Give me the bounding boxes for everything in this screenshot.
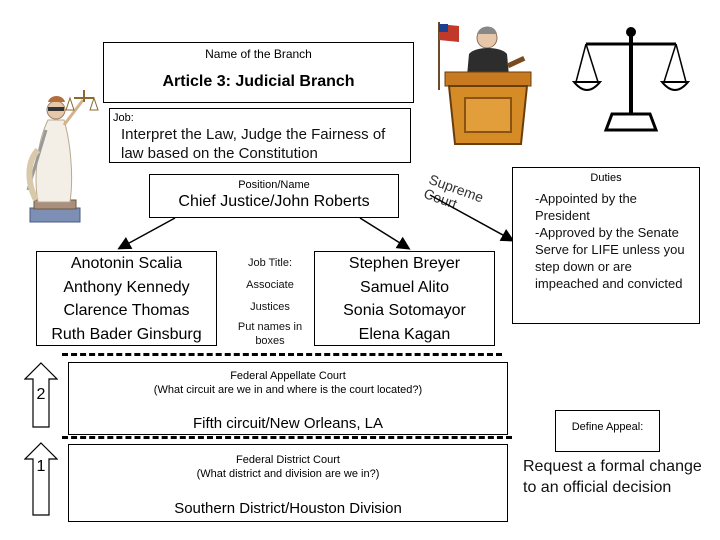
job-box: Job: Interpret the Law, Judge the Fairne…: [109, 108, 411, 163]
judge-icon: [438, 22, 532, 145]
justice-name: Elena Kagan: [358, 325, 451, 343]
lady-justice-icon: [26, 90, 99, 223]
district-court-box: Federal District Court (What district an…: [68, 444, 508, 522]
district-answer: Southern District/Houston Division: [174, 500, 402, 517]
position-box: Position/Name Chief Justice/John Roberts: [149, 174, 399, 218]
district-title: Federal District Court: [236, 454, 340, 466]
define-appeal-label: Define Appeal:: [571, 421, 644, 433]
put-names-label: Put names in boxes: [237, 321, 303, 347]
district-question: (What district and division are we in?): [196, 468, 380, 480]
arrow-to-left-justices: [117, 217, 176, 250]
define-appeal-text: Request a formal change to an official d…: [523, 458, 702, 496]
arrow-to-right-justices: [359, 217, 411, 250]
level-two-arrow: 2: [24, 362, 58, 428]
justice-name: Ruth Bader Ginsburg: [51, 325, 202, 343]
right-justices-box: Stephen Breyer Samuel Alito Sonia Sotoma…: [314, 251, 495, 346]
appellate-title: Federal Appellate Court: [230, 370, 346, 382]
arrow-to-duties: [429, 194, 515, 242]
branch-name-label: Name of the Branch: [205, 47, 312, 61]
job-title-label: Job Title:: [247, 257, 293, 269]
level-one-arrow: 1: [24, 442, 58, 516]
level-two-number: 2: [36, 386, 46, 403]
position-label: Position/Name: [238, 179, 310, 191]
define-appeal-box: Define Appeal:: [555, 410, 660, 452]
duties-label: Duties: [590, 172, 622, 184]
justice-name: Anotonin Scalia: [70, 255, 183, 272]
balance-scales-icon: [572, 27, 690, 132]
justices-label: Justices: [250, 301, 290, 313]
associate-label: Associate: [246, 279, 294, 291]
left-justices-box: Anotonin Scalia Anthony Kennedy Clarence…: [36, 251, 217, 346]
level-one-number: 1: [36, 458, 46, 475]
appellate-question: (What circuit are we in and where is the…: [153, 384, 423, 396]
justice-name: Sonia Sotomayor: [343, 302, 466, 319]
justice-name: Clarence Thomas: [63, 302, 190, 319]
job-text: Interpret the Law, Judge the Fairness of…: [121, 126, 386, 162]
branch-name-box: Name of the Branch Article 3: Judicial B…: [103, 42, 414, 103]
position-value: Chief Justice/John Roberts: [178, 193, 370, 210]
job-label: Job:: [113, 112, 134, 124]
separator-line-upper: [62, 353, 502, 356]
justice-name: Anthony Kennedy: [63, 278, 190, 296]
appellate-answer: Fifth circuit/New Orleans, LA: [192, 415, 384, 432]
middle-labels: Job Title: Associate Justices Put names …: [226, 254, 314, 348]
justice-name: Samuel Alito: [360, 278, 449, 296]
duties-text: -Appointed by the President -Approved by…: [535, 191, 685, 291]
duties-box: Duties -Appointed by the President -Appr…: [512, 167, 700, 324]
justice-name: Stephen Breyer: [348, 255, 461, 272]
appellate-court-box: Federal Appellate Court (What circuit ar…: [68, 362, 508, 435]
separator-line-lower: [62, 436, 512, 439]
branch-title: Article 3: Judicial Branch: [162, 73, 355, 90]
